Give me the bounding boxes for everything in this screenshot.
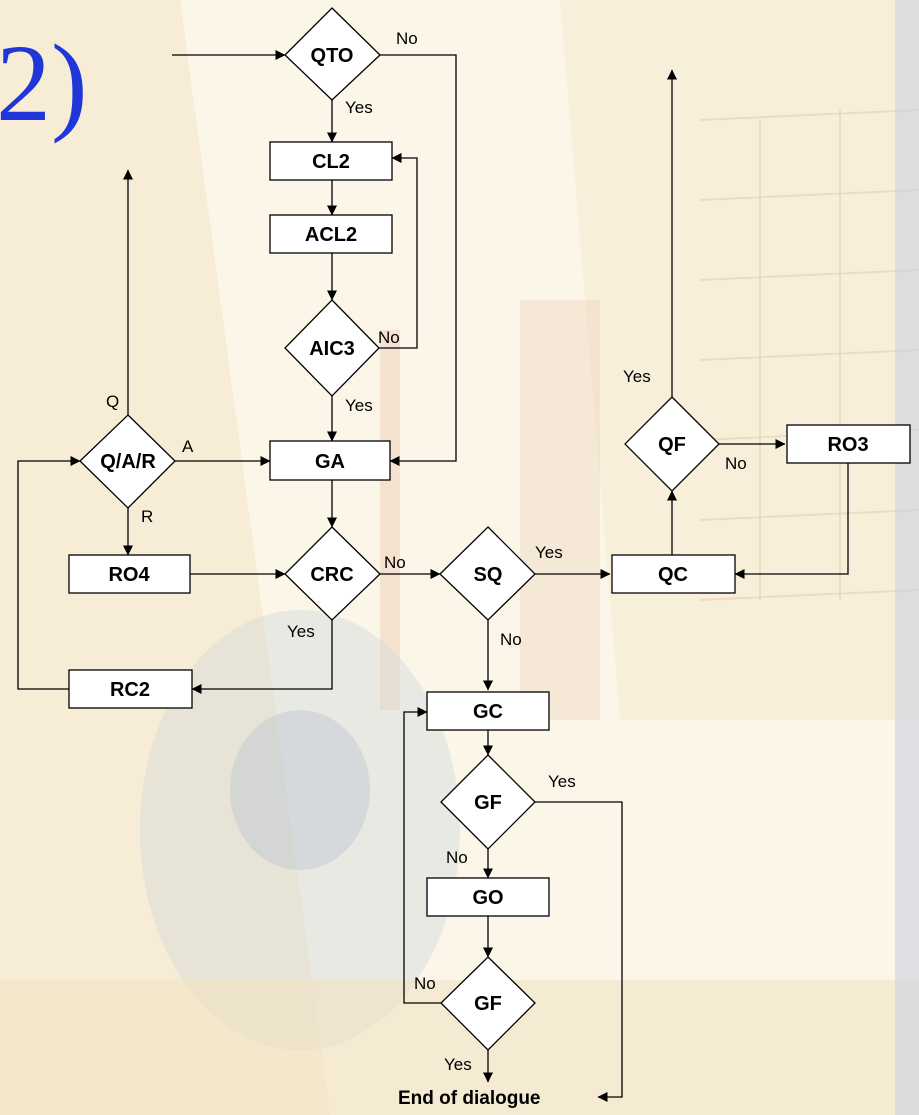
decision-gf-1-label: GF bbox=[474, 792, 502, 814]
label-crc-yes: Yes bbox=[287, 622, 315, 641]
box-ro4-label: RO4 bbox=[108, 564, 150, 586]
decision-crc-label: CRC bbox=[310, 564, 353, 586]
decision-aic3-label: AIC3 bbox=[309, 338, 355, 360]
box-qc-label: QC bbox=[658, 564, 688, 586]
box-rc2-label: RC2 bbox=[110, 679, 150, 701]
box-acl2: ACL2 bbox=[269, 214, 393, 254]
slide-title: 2) bbox=[0, 22, 88, 144]
edge-gf2-to-gc bbox=[403, 707, 441, 1004]
decision-sq-label: SQ bbox=[474, 564, 503, 586]
box-rc2: RC2 bbox=[68, 669, 193, 709]
label-sq-no: No bbox=[500, 630, 522, 649]
label-qto-no: No bbox=[396, 29, 418, 48]
box-qc: QC bbox=[611, 554, 736, 594]
decision-gf-2-label: GF bbox=[474, 993, 502, 1015]
label-sq-yes: Yes bbox=[535, 543, 563, 562]
label-gf1-no: No bbox=[446, 848, 468, 867]
edge-labels: No Yes No Yes Q A R No Yes Yes No Yes No… bbox=[106, 29, 747, 1074]
decision-gf-2: GF bbox=[440, 956, 536, 1051]
label-aic3-yes: Yes bbox=[345, 396, 373, 415]
decision-qf-label: QF bbox=[658, 434, 686, 456]
label-qto-yes: Yes bbox=[345, 98, 373, 117]
label-qar-a: A bbox=[182, 437, 194, 456]
box-go: GO bbox=[426, 877, 550, 917]
decision-qto-label: QTO bbox=[311, 45, 354, 67]
edge-rc2-to-qar bbox=[17, 456, 81, 690]
label-qf-no: No bbox=[725, 454, 747, 473]
label-gf1-yes: Yes bbox=[548, 772, 576, 791]
box-ro3: RO3 bbox=[786, 424, 911, 464]
box-ga-label: GA bbox=[315, 451, 345, 473]
label-qar-r: R bbox=[141, 507, 153, 526]
flow-edges bbox=[17, 50, 849, 1102]
label-gf2-no: No bbox=[414, 974, 436, 993]
label-qar-q: Q bbox=[106, 392, 119, 411]
edge-ro3-to-qc bbox=[734, 463, 849, 579]
end-of-dialogue: End of dialogue bbox=[398, 1088, 541, 1109]
box-gc-label: GC bbox=[473, 701, 503, 723]
decision-qf: QF bbox=[624, 396, 720, 492]
decision-qar: Q/A/R bbox=[79, 414, 176, 509]
decision-qar-label: Q/A/R bbox=[100, 451, 156, 473]
box-cl2-label: CL2 bbox=[312, 151, 350, 173]
flow-nodes: QTO CL2 ACL2 AIC3 Q/A/R GA bbox=[68, 7, 911, 1109]
edge-aic3-to-cl2 bbox=[379, 153, 418, 349]
label-qf-yes: Yes bbox=[623, 367, 651, 386]
decision-qto: QTO bbox=[284, 7, 381, 101]
decision-sq: SQ bbox=[439, 526, 536, 621]
decision-gf-1: GF bbox=[440, 754, 536, 850]
edge-gf1-to-end bbox=[535, 801, 623, 1102]
box-gc: GC bbox=[426, 691, 550, 731]
box-cl2: CL2 bbox=[269, 141, 393, 181]
decision-aic3: AIC3 bbox=[284, 299, 380, 397]
decision-crc: CRC bbox=[284, 526, 381, 621]
box-ga: GA bbox=[269, 440, 391, 481]
label-crc-no: No bbox=[384, 553, 406, 572]
box-ro4: RO4 bbox=[68, 554, 191, 594]
label-gf2-yes: Yes bbox=[444, 1055, 472, 1074]
label-aic3-no: No bbox=[378, 328, 400, 347]
box-go-label: GO bbox=[472, 887, 503, 909]
box-ro3-label: RO3 bbox=[827, 434, 868, 456]
edge-qto-to-ga bbox=[380, 54, 457, 466]
box-acl2-label: ACL2 bbox=[305, 224, 357, 246]
edge-crc-to-rc2 bbox=[191, 620, 333, 694]
